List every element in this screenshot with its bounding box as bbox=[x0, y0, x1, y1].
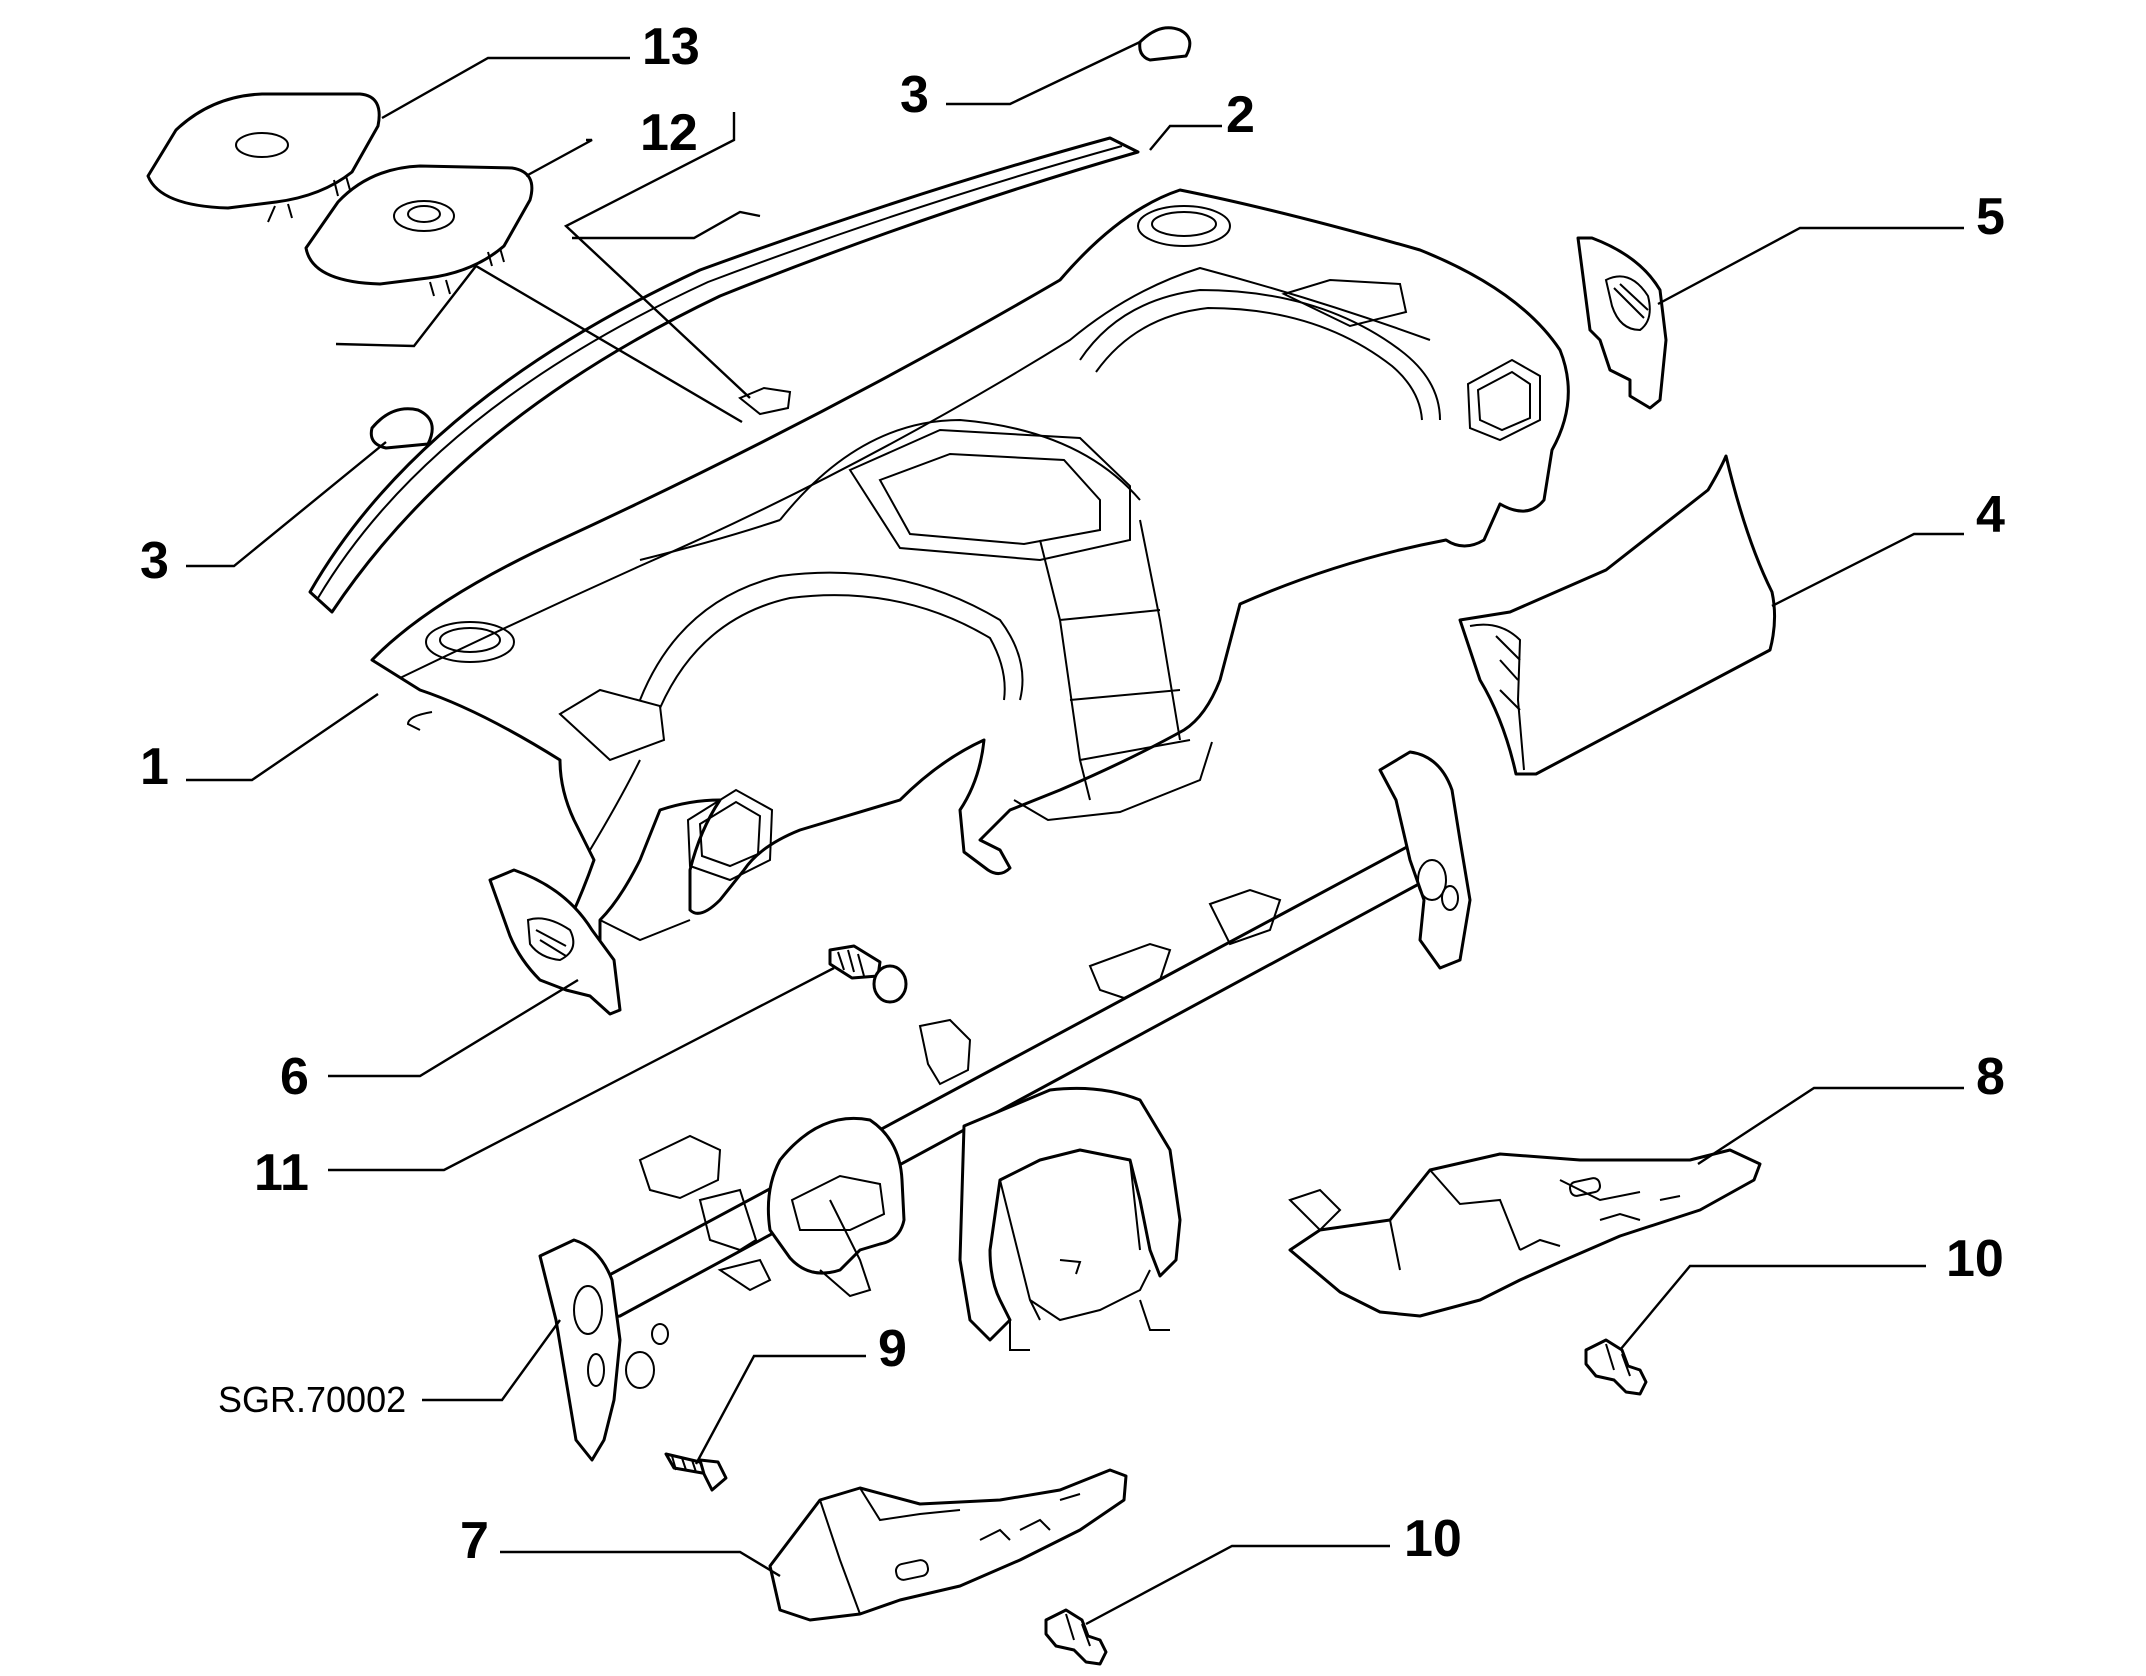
part-6-left-trim bbox=[488, 868, 622, 1016]
cross-car-beam bbox=[538, 750, 1472, 1462]
callout-9: 9 bbox=[878, 1320, 907, 1378]
part-5-right-trim bbox=[1576, 236, 1668, 410]
drawing-code: SGR.70002 bbox=[218, 1379, 406, 1420]
part-3-cap-left bbox=[369, 407, 434, 450]
part-3-cap-top bbox=[1138, 26, 1192, 62]
part-10-clip-bottom bbox=[1044, 1608, 1108, 1666]
callout-4: 4 bbox=[1976, 486, 2005, 544]
callout-5: 5 bbox=[1976, 188, 2005, 246]
callout-2: 2 bbox=[1226, 86, 1255, 144]
callout-6: 6 bbox=[280, 1048, 309, 1106]
part-1-dashboard bbox=[370, 188, 1570, 964]
part-12-cover-plate bbox=[304, 164, 534, 297]
part-7-left-tray bbox=[768, 1468, 1128, 1622]
part-4-glovebox-lid bbox=[1458, 454, 1777, 776]
leader-lines bbox=[186, 40, 1964, 1626]
part-9-screw bbox=[664, 1452, 728, 1492]
part-13-cover-plate bbox=[146, 92, 381, 223]
callout-3-left: 3 bbox=[140, 532, 169, 590]
callout-13: 13 bbox=[642, 18, 700, 76]
callout-1: 1 bbox=[140, 738, 169, 796]
part-2-top-strip bbox=[308, 136, 1140, 614]
callout-10-bottom: 10 bbox=[1404, 1510, 1462, 1568]
callout-12: 12 bbox=[640, 104, 698, 162]
callout-3-top: 3 bbox=[900, 66, 929, 124]
callout-8: 8 bbox=[1976, 1048, 2005, 1106]
callout-7: 7 bbox=[460, 1512, 489, 1570]
callout-11: 11 bbox=[254, 1144, 309, 1202]
part-8-right-tray bbox=[1288, 1148, 1762, 1318]
callout-labels: 13 12 3 2 5 3 4 1 6 11 8 9 10 10 7 SGR.7… bbox=[140, 18, 2005, 1570]
part-11-bolt bbox=[828, 944, 908, 1004]
part-10-clip-right bbox=[1584, 1338, 1648, 1396]
callout-10-right: 10 bbox=[1946, 1230, 2004, 1288]
